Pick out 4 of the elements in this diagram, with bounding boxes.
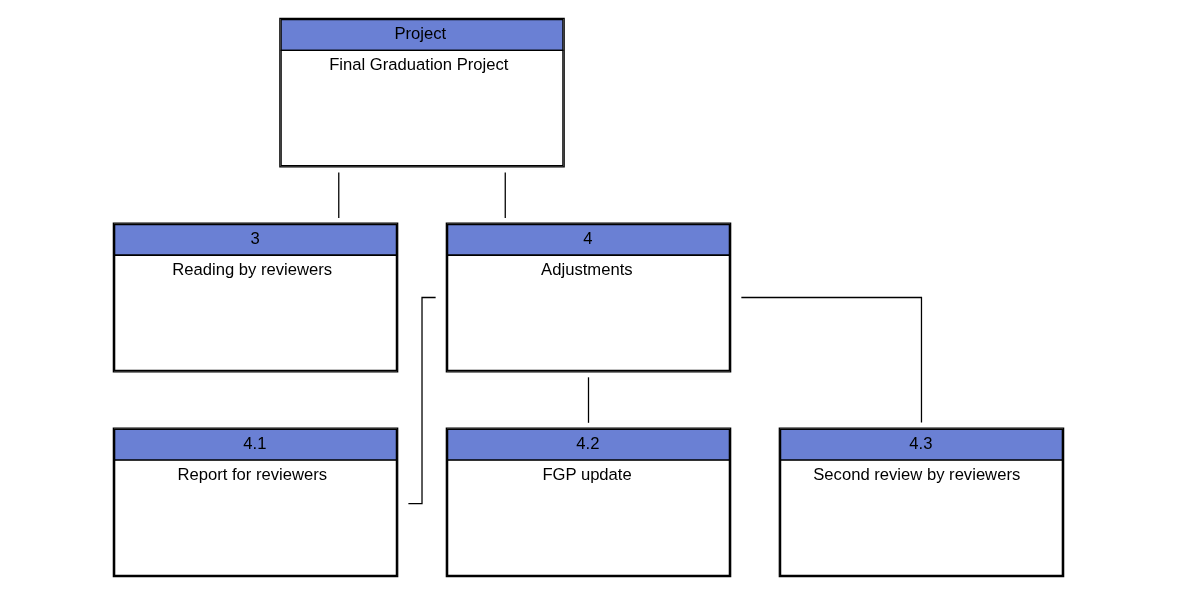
connector <box>587 376 590 424</box>
connector <box>740 296 923 424</box>
connector <box>504 171 506 219</box>
connector <box>338 171 340 219</box>
